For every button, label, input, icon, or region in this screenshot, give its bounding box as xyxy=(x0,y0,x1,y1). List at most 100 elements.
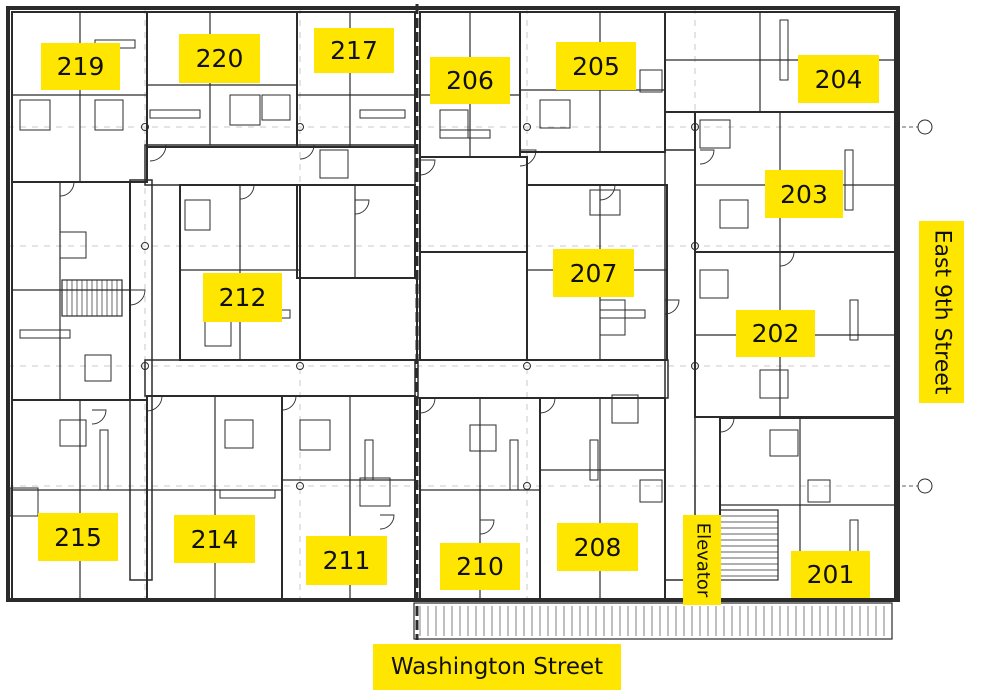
fixture-box xyxy=(719,199,749,229)
column xyxy=(691,362,699,370)
unit-label-208: 208 xyxy=(557,523,638,571)
column xyxy=(691,242,699,250)
street-label-east: East 9th Street xyxy=(919,221,964,403)
unit-label-202: 202 xyxy=(736,310,815,357)
kitchen-counter xyxy=(364,439,374,481)
column xyxy=(141,123,149,131)
fixture-box xyxy=(19,99,51,131)
fixture-box xyxy=(204,319,232,347)
fixture-box xyxy=(539,99,571,129)
kitchen-counter xyxy=(599,309,646,319)
kitchen-counter xyxy=(849,299,859,341)
fixture-box xyxy=(59,231,87,259)
fixture-box xyxy=(299,419,331,451)
door-swing xyxy=(539,397,556,414)
kitchen-counter xyxy=(219,489,276,499)
kitchen-counter xyxy=(844,149,854,211)
column xyxy=(296,482,304,490)
unit-label-215: 215 xyxy=(38,513,118,561)
unit-wall-zone xyxy=(539,397,666,601)
column xyxy=(523,482,531,490)
unit-label-204: 204 xyxy=(798,55,879,103)
fixture-box xyxy=(359,477,391,507)
door-swing xyxy=(479,519,495,535)
fixture-box xyxy=(59,419,87,447)
sidewalk-strip xyxy=(413,602,893,640)
kitchen-counter xyxy=(19,329,71,339)
fixture-box xyxy=(759,369,789,399)
kitchen-counter xyxy=(779,19,789,81)
door-swing xyxy=(664,299,680,315)
fixture-box xyxy=(9,487,39,517)
fixture-box xyxy=(261,94,291,121)
lightwell-west xyxy=(299,277,418,361)
fixture-box xyxy=(699,119,731,149)
door-swing xyxy=(239,184,255,200)
fixture-box xyxy=(229,94,261,126)
unit-label-203: 203 xyxy=(765,170,843,218)
corridor-south xyxy=(417,359,669,399)
corridor-north-west xyxy=(144,144,416,186)
column xyxy=(296,362,304,370)
kitchen-counter xyxy=(359,109,406,119)
door-swing xyxy=(129,289,146,306)
kitchen-counter xyxy=(589,439,599,481)
door-swing xyxy=(379,514,395,530)
column xyxy=(141,362,149,370)
unit-label-211: 211 xyxy=(306,536,387,585)
fixture-box xyxy=(319,149,349,179)
fixture-box xyxy=(611,394,639,424)
door-swing xyxy=(419,397,436,414)
door-swing xyxy=(699,149,715,165)
kitchen-counter xyxy=(99,429,109,491)
column xyxy=(141,242,149,250)
fixture-box xyxy=(184,199,211,231)
door-swing xyxy=(599,184,616,201)
fixture-box xyxy=(224,419,254,449)
unit-label-201: 201 xyxy=(791,551,870,598)
door-swing xyxy=(281,395,297,411)
door-swing xyxy=(419,159,436,176)
fixture-box xyxy=(639,479,663,503)
elevator-label: Elevator xyxy=(683,515,721,605)
fixture-box xyxy=(589,189,621,216)
fixture-box xyxy=(469,424,497,452)
unit-label-212: 212 xyxy=(203,273,282,322)
fixture-box xyxy=(699,269,729,299)
door-swing xyxy=(299,144,315,160)
door-swing xyxy=(779,251,795,267)
fixture-box xyxy=(639,69,663,93)
corridor-west xyxy=(129,179,153,581)
door-swing xyxy=(354,199,370,215)
street-label-south: Washington Street xyxy=(373,644,621,690)
unit-label-206: 206 xyxy=(430,57,510,104)
unit-label-219: 219 xyxy=(41,43,120,90)
door-swing xyxy=(149,144,167,162)
unit-wall-zone xyxy=(296,11,416,148)
fixture-box xyxy=(769,429,799,457)
door-swing xyxy=(91,409,107,425)
door-swing xyxy=(59,181,75,197)
unit-label-207: 207 xyxy=(553,249,634,297)
corridor-center-west xyxy=(144,359,416,397)
unit-wall-zone xyxy=(719,417,896,601)
unit-label-205: 205 xyxy=(556,42,636,90)
door-swing xyxy=(519,149,537,167)
fixture-box xyxy=(94,99,124,131)
unit-wall-zone xyxy=(296,184,416,279)
fixture-box xyxy=(439,109,469,139)
column xyxy=(523,123,531,131)
column xyxy=(691,123,699,131)
unit-label-217: 217 xyxy=(314,28,394,73)
kitchen-counter xyxy=(439,129,491,139)
fixture-box xyxy=(84,354,112,382)
unit-label-210: 210 xyxy=(440,543,520,590)
unit-wall-zone xyxy=(419,156,528,253)
kitchen-counter xyxy=(509,439,519,491)
unit-wall-zone xyxy=(281,395,416,601)
door-swing xyxy=(146,395,163,412)
kitchen-counter xyxy=(149,109,201,119)
lightwell-east xyxy=(419,251,528,361)
